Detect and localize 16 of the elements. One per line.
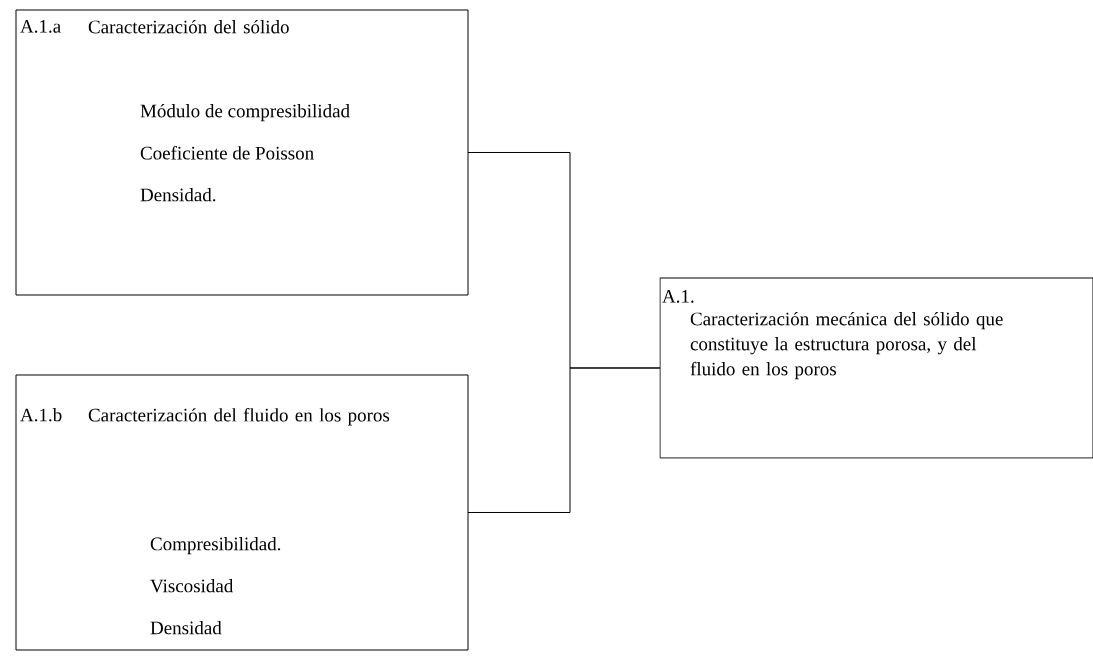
list-item: Viscosidad [150,579,234,593]
list-item: Módulo de compresibilidad [140,104,350,122]
box-code: A.1. [662,290,694,303]
box-heading: Caracterización del sólido [88,20,289,34]
list-item: Densidad. [140,188,216,202]
text-box [659,277,1093,459]
connector-line [467,367,661,513]
list-item: Densidad [150,621,222,635]
text-box [15,9,469,296]
list-item: Compresibilidad. [150,537,281,555]
text-box [15,374,469,651]
list-item: Coeficiente de Poisson [140,146,314,160]
box-code: A.1.a [20,20,61,33]
box-heading: Caracterización del fluido en los poros [88,408,390,426]
box-code: A.1.b [20,408,62,422]
box-heading: Caracterización mecánica del sólido que constituye la estructura porosa, y del fluido en los poros [690,312,1003,380]
